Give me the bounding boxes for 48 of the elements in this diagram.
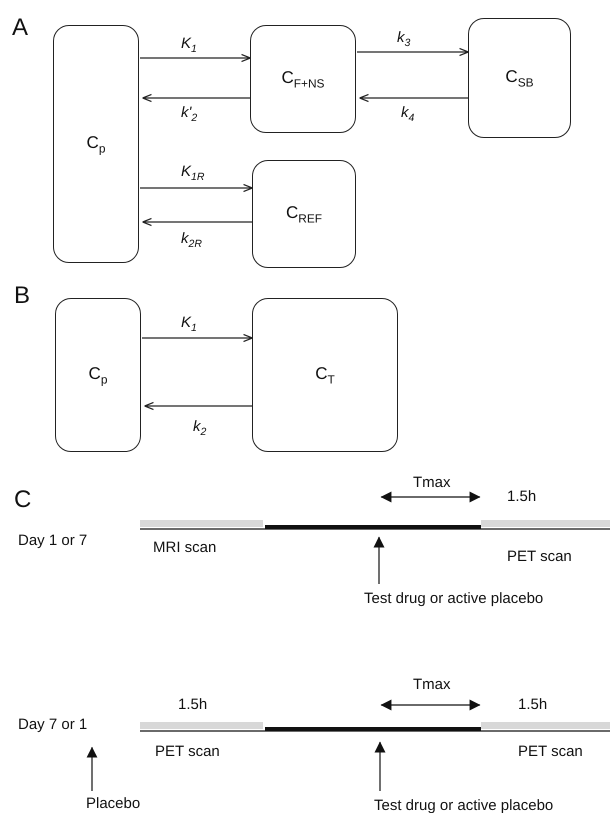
panel-letter: C <box>14 486 32 514</box>
dosing-note: Placebo <box>86 795 140 812</box>
compartment-box <box>250 25 356 133</box>
arrow <box>144 402 252 410</box>
arrow <box>357 48 470 56</box>
compartment-label: C$_{T}$ <box>315 364 335 386</box>
rate-constant-label: k$_{2}$ <box>193 418 206 438</box>
duration-label: 1.5h <box>178 696 208 714</box>
arrow <box>86 746 98 791</box>
compartment-box <box>55 298 141 452</box>
scan-label: MRI scan <box>153 539 216 556</box>
duration-label: 1.5h <box>507 488 536 506</box>
compartment-label: C$_{F+NS}$ <box>281 68 324 90</box>
compartment-box <box>468 18 571 138</box>
compartment-box <box>252 160 356 268</box>
day-label: Day 1 or 7 <box>18 532 88 550</box>
dosing-note: Test drug or active placebo <box>374 797 554 813</box>
rate-constant-label: K$_{1}$ <box>181 35 197 56</box>
panel-letter: B <box>14 282 30 310</box>
panel-letter: A <box>12 14 28 42</box>
arrow <box>140 54 252 62</box>
arrow <box>374 741 386 791</box>
arrow <box>142 334 254 342</box>
scan-label: PET scan <box>518 743 583 760</box>
rate-constant-label: K$_{1}$ <box>181 314 197 334</box>
arrow <box>358 94 468 102</box>
rate-constant-label: k'$_{2}$ <box>181 104 198 124</box>
arrow <box>142 218 252 226</box>
duration-label: 1.5h <box>518 696 548 714</box>
compartment-label: C$_{p}$ <box>86 132 106 156</box>
scan-label: PET scan <box>507 548 572 566</box>
duration-label: Tmax <box>413 676 450 694</box>
duration-label: Tmax <box>413 474 450 492</box>
arrow <box>142 94 250 102</box>
arrow <box>374 536 384 584</box>
scan-label: PET scan <box>155 743 220 760</box>
arrow <box>140 184 254 192</box>
dosing-note: Test drug or active placebo <box>364 590 544 608</box>
compartment-label: C$_{REF}$ <box>286 202 322 226</box>
rate-constant-label: k$_{3}$ <box>397 29 410 50</box>
compartment-box <box>252 298 398 452</box>
compartment-box <box>53 25 139 263</box>
compartment-label: C$_{p}$ <box>88 364 108 386</box>
day-label: Day 7 or 1 <box>18 716 88 734</box>
compartment-label: C$_{SB}$ <box>505 66 534 90</box>
rate-constant-label: k$_{2R}$ <box>181 230 202 250</box>
rate-constant-label: k$_{4}$ <box>401 104 414 124</box>
rate-constant-label: K$_{1R}$ <box>181 163 204 184</box>
